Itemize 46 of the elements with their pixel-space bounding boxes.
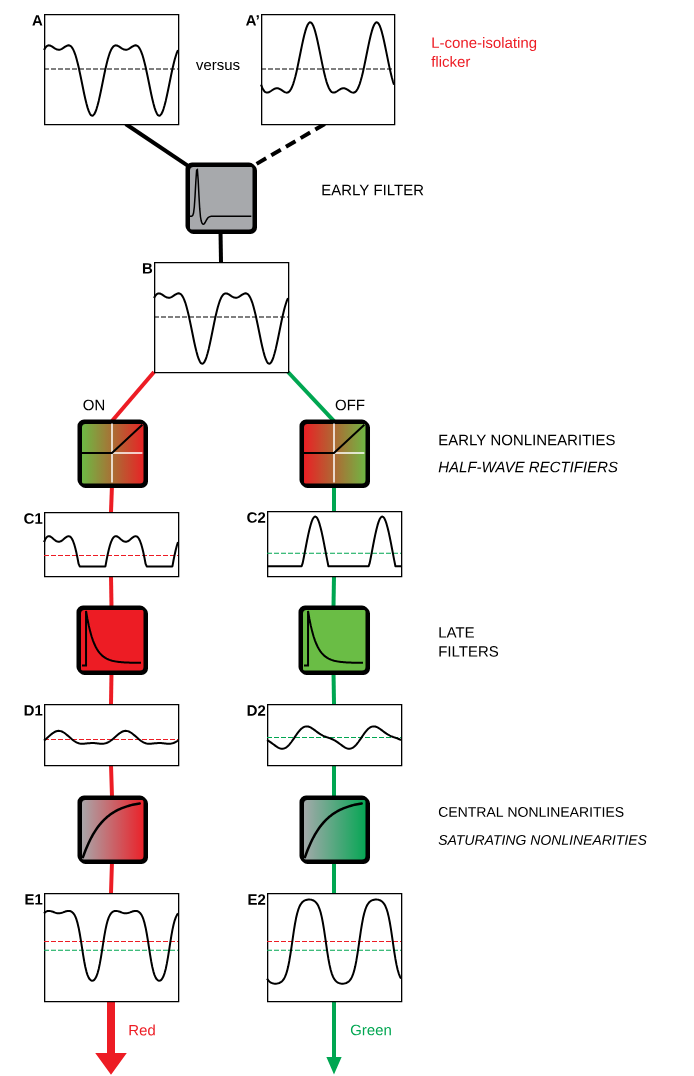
connector (109, 764, 114, 798)
stage-label: CENTRAL NONLINEARITIES (438, 807, 624, 817)
node-label: D1 (24, 705, 43, 716)
node-label: E2 (248, 894, 266, 905)
waveform-plot: E2 (248, 893, 403, 1003)
node-label: E1 (25, 894, 43, 905)
stage-label: versus (195, 61, 240, 71)
connector (331, 576, 336, 608)
edge-label: Red (127, 1023, 157, 1037)
waveform-plot: A (32, 14, 180, 126)
filter-box (77, 795, 148, 864)
connector (332, 485, 336, 511)
filter-box (77, 419, 148, 488)
node-label: A’ (246, 15, 259, 26)
waveform-plot: C1 (24, 512, 180, 578)
connector (332, 765, 336, 797)
connector (110, 370, 156, 423)
stage-label: LATE FILTERS (439, 627, 499, 657)
node-label: C2 (247, 512, 266, 523)
stage-label: HALF-WAVE RECTIFIERS (438, 461, 618, 473)
connector (286, 370, 336, 423)
stage-label: SATURATING NONLINEARITIES (438, 835, 647, 845)
connector (332, 861, 336, 893)
waveform-plot: A’ (246, 14, 396, 126)
node-label: D2 (247, 705, 266, 716)
filter-box (299, 419, 370, 488)
edge-label: OFF (334, 398, 366, 412)
waveform-plot: D1 (24, 704, 180, 767)
stage-label: EARLY NONLINEARITIES (439, 434, 615, 446)
stage-label: L-cone-isolating flicker (431, 37, 537, 67)
edge-label: ON (81, 398, 107, 412)
node-label: B (142, 263, 153, 274)
waveform-plot: D2 (247, 704, 403, 767)
waveform-plot: C2 (247, 511, 403, 578)
edge-label: Green (349, 1023, 393, 1037)
filter-box (298, 605, 370, 675)
filter-box (76, 605, 148, 675)
stage-label: EARLY FILTER (322, 184, 424, 196)
filter-box (299, 795, 370, 864)
connector (109, 672, 114, 705)
waveform-plot: E1 (25, 893, 180, 1003)
waveform-plot: B (142, 262, 290, 374)
connector (109, 575, 114, 608)
node-label: A (32, 15, 43, 26)
filter-box (185, 162, 257, 234)
node-label: C1 (24, 513, 43, 524)
